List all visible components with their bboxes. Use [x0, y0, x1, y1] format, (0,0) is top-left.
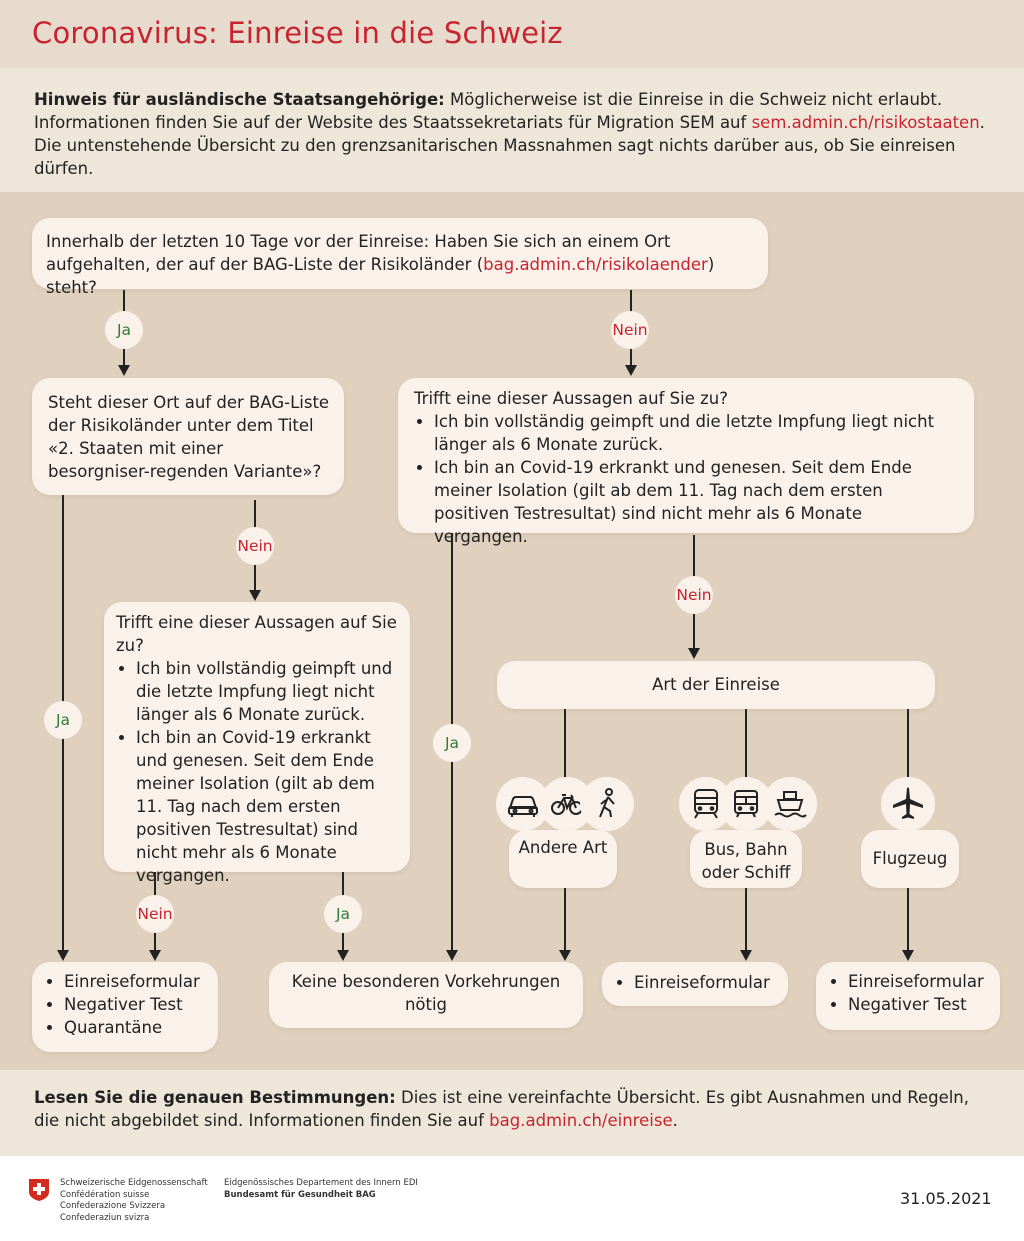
outcome-list: Einreiseformular Negativer Test Quarantä… — [44, 970, 206, 1039]
notice-text-2: . Die untenstehende Übersicht zu den gre… — [34, 113, 985, 178]
no-label: Nein — [675, 576, 713, 614]
q4-item: Ich bin an Covid-19 erkrankt und genesen… — [434, 456, 960, 548]
notice-text: Hinweis für ausländische Staatsangehörig… — [34, 88, 994, 180]
q4-item: Ich bin vollständig geimpft und die letz… — [434, 410, 960, 456]
question-variant-country: Steht dieser Ort auf der BAG-Liste der R… — [32, 378, 344, 495]
yes-label: Ja — [105, 311, 143, 349]
sem-link[interactable]: sem.admin.ch/risikostaaten — [751, 113, 980, 132]
q3-intro: Trifft eine dieser Aussagen auf Sie zu? — [116, 613, 397, 655]
car-icon — [496, 777, 550, 831]
airplane-icon — [881, 777, 935, 831]
outcome-item: Negativer Test — [64, 993, 206, 1016]
notice-text-1: Möglicherweise ist die Einreise in die S… — [34, 90, 943, 132]
q3-item: Ich bin vollständig geimpft und die letz… — [136, 657, 398, 726]
ship-icon — [763, 777, 817, 831]
outcome-item: Quarantäne — [64, 1016, 206, 1039]
title-bar — [0, 0, 1024, 68]
outcome-item: Einreiseformular — [848, 970, 988, 993]
confederation-line: Schweizerische Eidgenossenschaft — [60, 1178, 208, 1188]
notice-band — [0, 68, 1024, 192]
footer-text-2: . — [672, 1111, 678, 1130]
no-label: Nein — [611, 311, 649, 349]
outcome-list: Einreiseformular Negativer Test — [828, 970, 988, 1016]
no-label: Nein — [136, 895, 174, 933]
footer-text-1: Dies ist eine vereinfachte Übersicht. Es… — [34, 1088, 970, 1130]
outcome-list: Einreiseformular — [614, 971, 776, 994]
entry-type-box: Art der Einreise — [497, 661, 935, 709]
notice-bold: Hinweis für ausländische Staatsangehörig… — [34, 90, 445, 109]
q4-intro: Trifft eine dieser Aussagen auf Sie zu? — [414, 389, 729, 408]
confederation-names: Schweizerische Eidgenossenschaft Confédé… — [60, 1178, 208, 1224]
footer-note: Lesen Sie die genauen Bestimmungen: Dies… — [34, 1086, 994, 1132]
yes-label: Ja — [433, 724, 471, 762]
page-title: Coronavirus: Einreise in die Schweiz — [32, 16, 563, 50]
pedestrian-icon — [580, 777, 634, 831]
yes-label: Ja — [324, 895, 362, 933]
yes-label: Ja — [44, 701, 82, 739]
mode-other: Andere Art — [509, 830, 617, 888]
einreise-link[interactable]: bag.admin.ch/einreise — [489, 1111, 673, 1130]
footer-band — [0, 1070, 1024, 1156]
q3-item: Ich bin an Covid-19 erkrankt und genesen… — [136, 726, 398, 887]
confederation-line: Confederaziun svizra — [60, 1212, 150, 1223]
question-vaccinated-left: Trifft eine dieser Aussagen auf Sie zu? … — [104, 602, 410, 885]
department-names: Eidgenössisches Departement des Innern E… — [224, 1178, 418, 1201]
outcome-quarantine: Einreiseformular Negativer Test Quarantä… — [32, 962, 218, 1052]
footer-bold: Lesen Sie die genauen Bestimmungen: — [34, 1088, 396, 1107]
outcome-item: Einreiseformular — [634, 971, 776, 994]
office-name: Bundesamt für Gesundheit BAG — [224, 1189, 376, 1200]
outcome-item: Negativer Test — [848, 993, 988, 1016]
department-name: Eidgenössisches Departement des Innern E… — [224, 1178, 418, 1188]
confederation-line: Confédération suisse — [60, 1189, 150, 1200]
mode-plane: Flugzeug — [861, 830, 959, 888]
outcome-entry-form: Einreiseformular — [602, 962, 788, 1006]
publication-date: 31.05.2021 — [900, 1189, 992, 1208]
q4-list: Ich bin vollständig geimpft und die letz… — [414, 410, 960, 548]
confederation-line: Confederazione Svizzera — [60, 1201, 166, 1211]
no-label: Nein — [236, 527, 274, 565]
q1-text-1: Innerhalb der letzten 10 Tage vor der Ei… — [46, 232, 671, 274]
risk-list-link[interactable]: bag.admin.ch/risikolaender — [483, 255, 708, 274]
question-risk-country: Innerhalb der letzten 10 Tage vor der Ei… — [32, 218, 768, 297]
q3-list: Ich bin vollständig geimpft und die letz… — [116, 657, 398, 887]
outcome-form-and-test: Einreiseformular Negativer Test — [816, 962, 1000, 1030]
logo-band — [0, 1156, 1024, 1241]
outcome-item: Einreiseformular — [64, 970, 206, 993]
mode-bus-train-ship: Bus, Bahn oder Schiff — [690, 830, 802, 888]
q1-text-2: ) steht? — [46, 255, 715, 297]
swiss-cross-icon — [28, 1178, 50, 1202]
question-vaccinated-right: Trifft eine dieser Aussagen auf Sie zu? … — [398, 378, 974, 546]
outcome-no-measures: Keine besonderen Vorkehrungen nötig — [269, 962, 583, 1028]
